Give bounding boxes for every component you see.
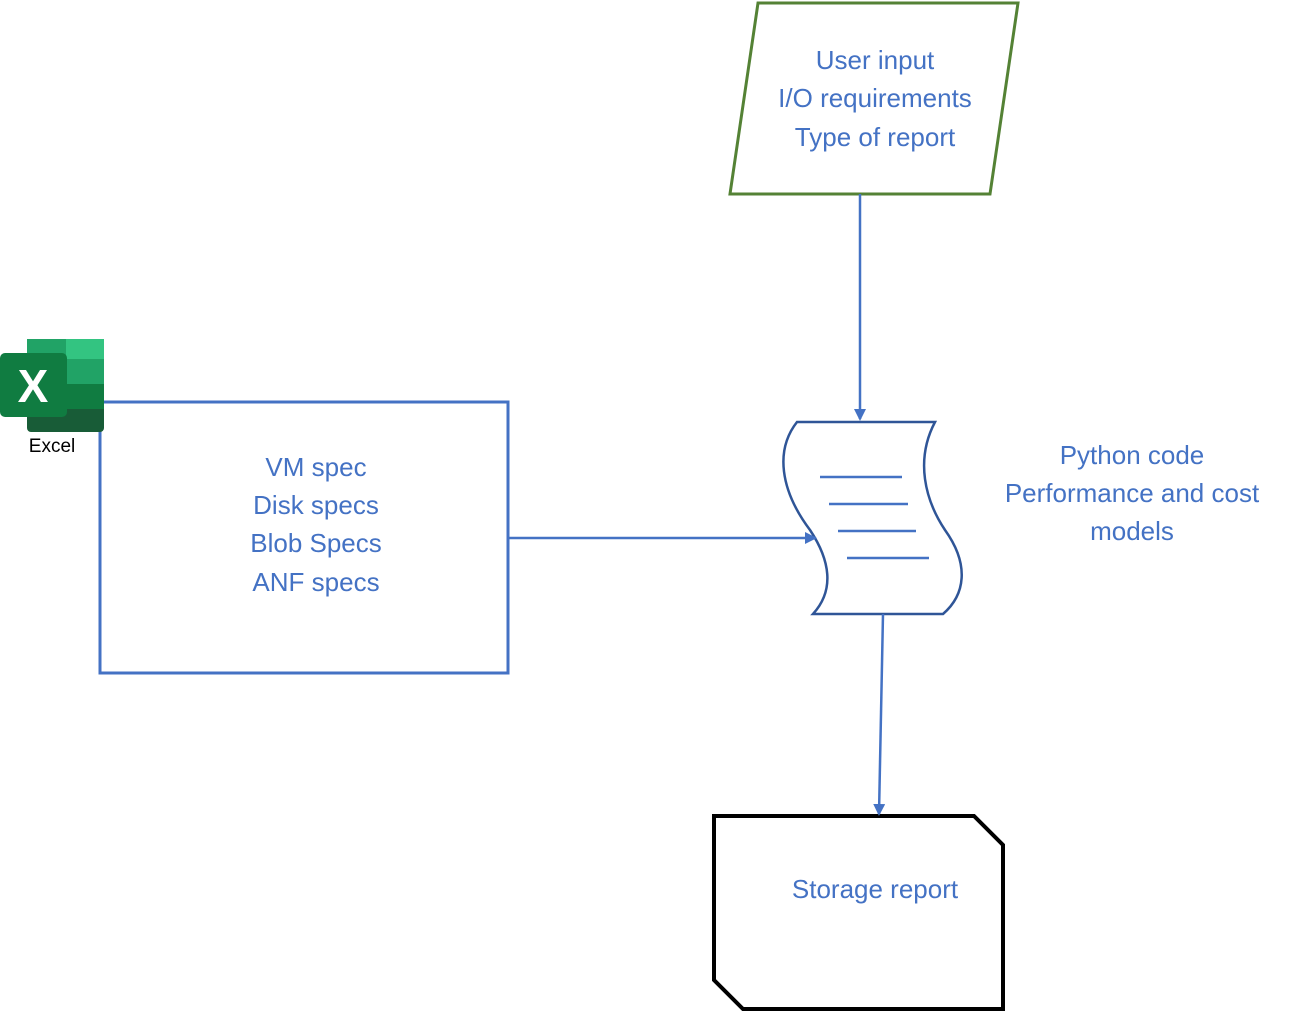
user-input-line-1: User input (816, 45, 935, 75)
excel-x-glyph: X (18, 360, 49, 412)
user-input-line-3: Type of report (795, 122, 956, 152)
storage-report-node: Storage report (712, 814, 1005, 1011)
user-input-shape (728, 1, 1020, 196)
python-label-line-2: Performance and cost (1005, 478, 1260, 508)
spec-anf: ANF specs (252, 567, 379, 597)
storage-report-label: Storage report (792, 874, 959, 904)
storage-report-shape (712, 814, 1005, 1011)
user-input-node: User input I/O requirements Type of repo… (728, 1, 1020, 196)
user-input-line-2: I/O requirements (778, 83, 972, 113)
excel-caption: Excel (29, 436, 75, 457)
arrow-code-to-report (873, 613, 886, 816)
specs-box (98, 400, 510, 675)
python-label-line-3: models (1090, 516, 1174, 546)
python-code-node (782, 420, 963, 616)
specs-node: VM spec Disk specs Blob Specs ANF specs (98, 400, 510, 675)
spec-disk: Disk specs (253, 490, 379, 520)
document-icon (782, 420, 963, 616)
python-label-line-1: Python code (1060, 440, 1205, 470)
spec-blob: Blob Specs (250, 528, 382, 558)
excel-icon: X (0, 339, 104, 432)
spec-vm: VM spec (265, 452, 366, 482)
